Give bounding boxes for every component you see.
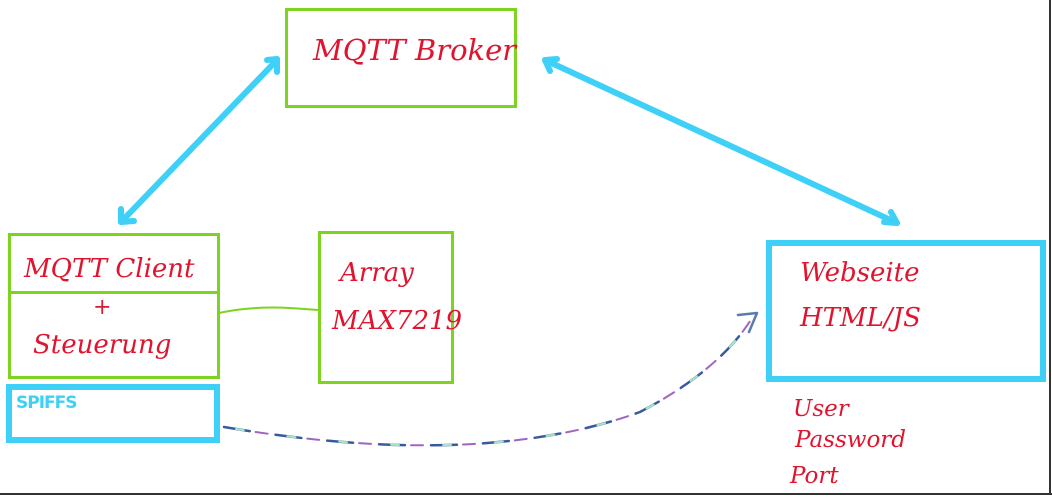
broker-website-arrow [542, 56, 900, 226]
webseite-label: Webseite [800, 258, 920, 288]
client-box-divider [10, 291, 218, 294]
spiffs-website-dashed-arrow [222, 311, 759, 447]
website-box [766, 240, 1046, 382]
mqtt-broker-box [285, 8, 517, 108]
client-array-connector [218, 306, 319, 314]
spiffs-label: SPIFFS [16, 393, 77, 413]
steuerung-label: Steuerung [33, 330, 172, 360]
port-note: Port [790, 463, 839, 489]
mqtt-client-box [8, 233, 220, 379]
array-max7219-box [318, 231, 454, 384]
max7219-label: MAX7219 [332, 306, 463, 336]
html-js-label: HTML/JS [800, 303, 921, 333]
frame-bottom-edge [0, 493, 1052, 495]
client-plus-sign: + [93, 295, 112, 320]
user-note: User [793, 396, 849, 422]
mqtt-broker-label: MQTT Broker [313, 33, 517, 67]
frame-right-edge [1049, 0, 1051, 495]
broker-client-arrow [118, 56, 280, 225]
password-note: Password [795, 427, 907, 453]
spiffs-box [6, 384, 220, 443]
mqtt-client-label: MQTT Client [24, 254, 195, 284]
array-label: Array [340, 258, 414, 288]
